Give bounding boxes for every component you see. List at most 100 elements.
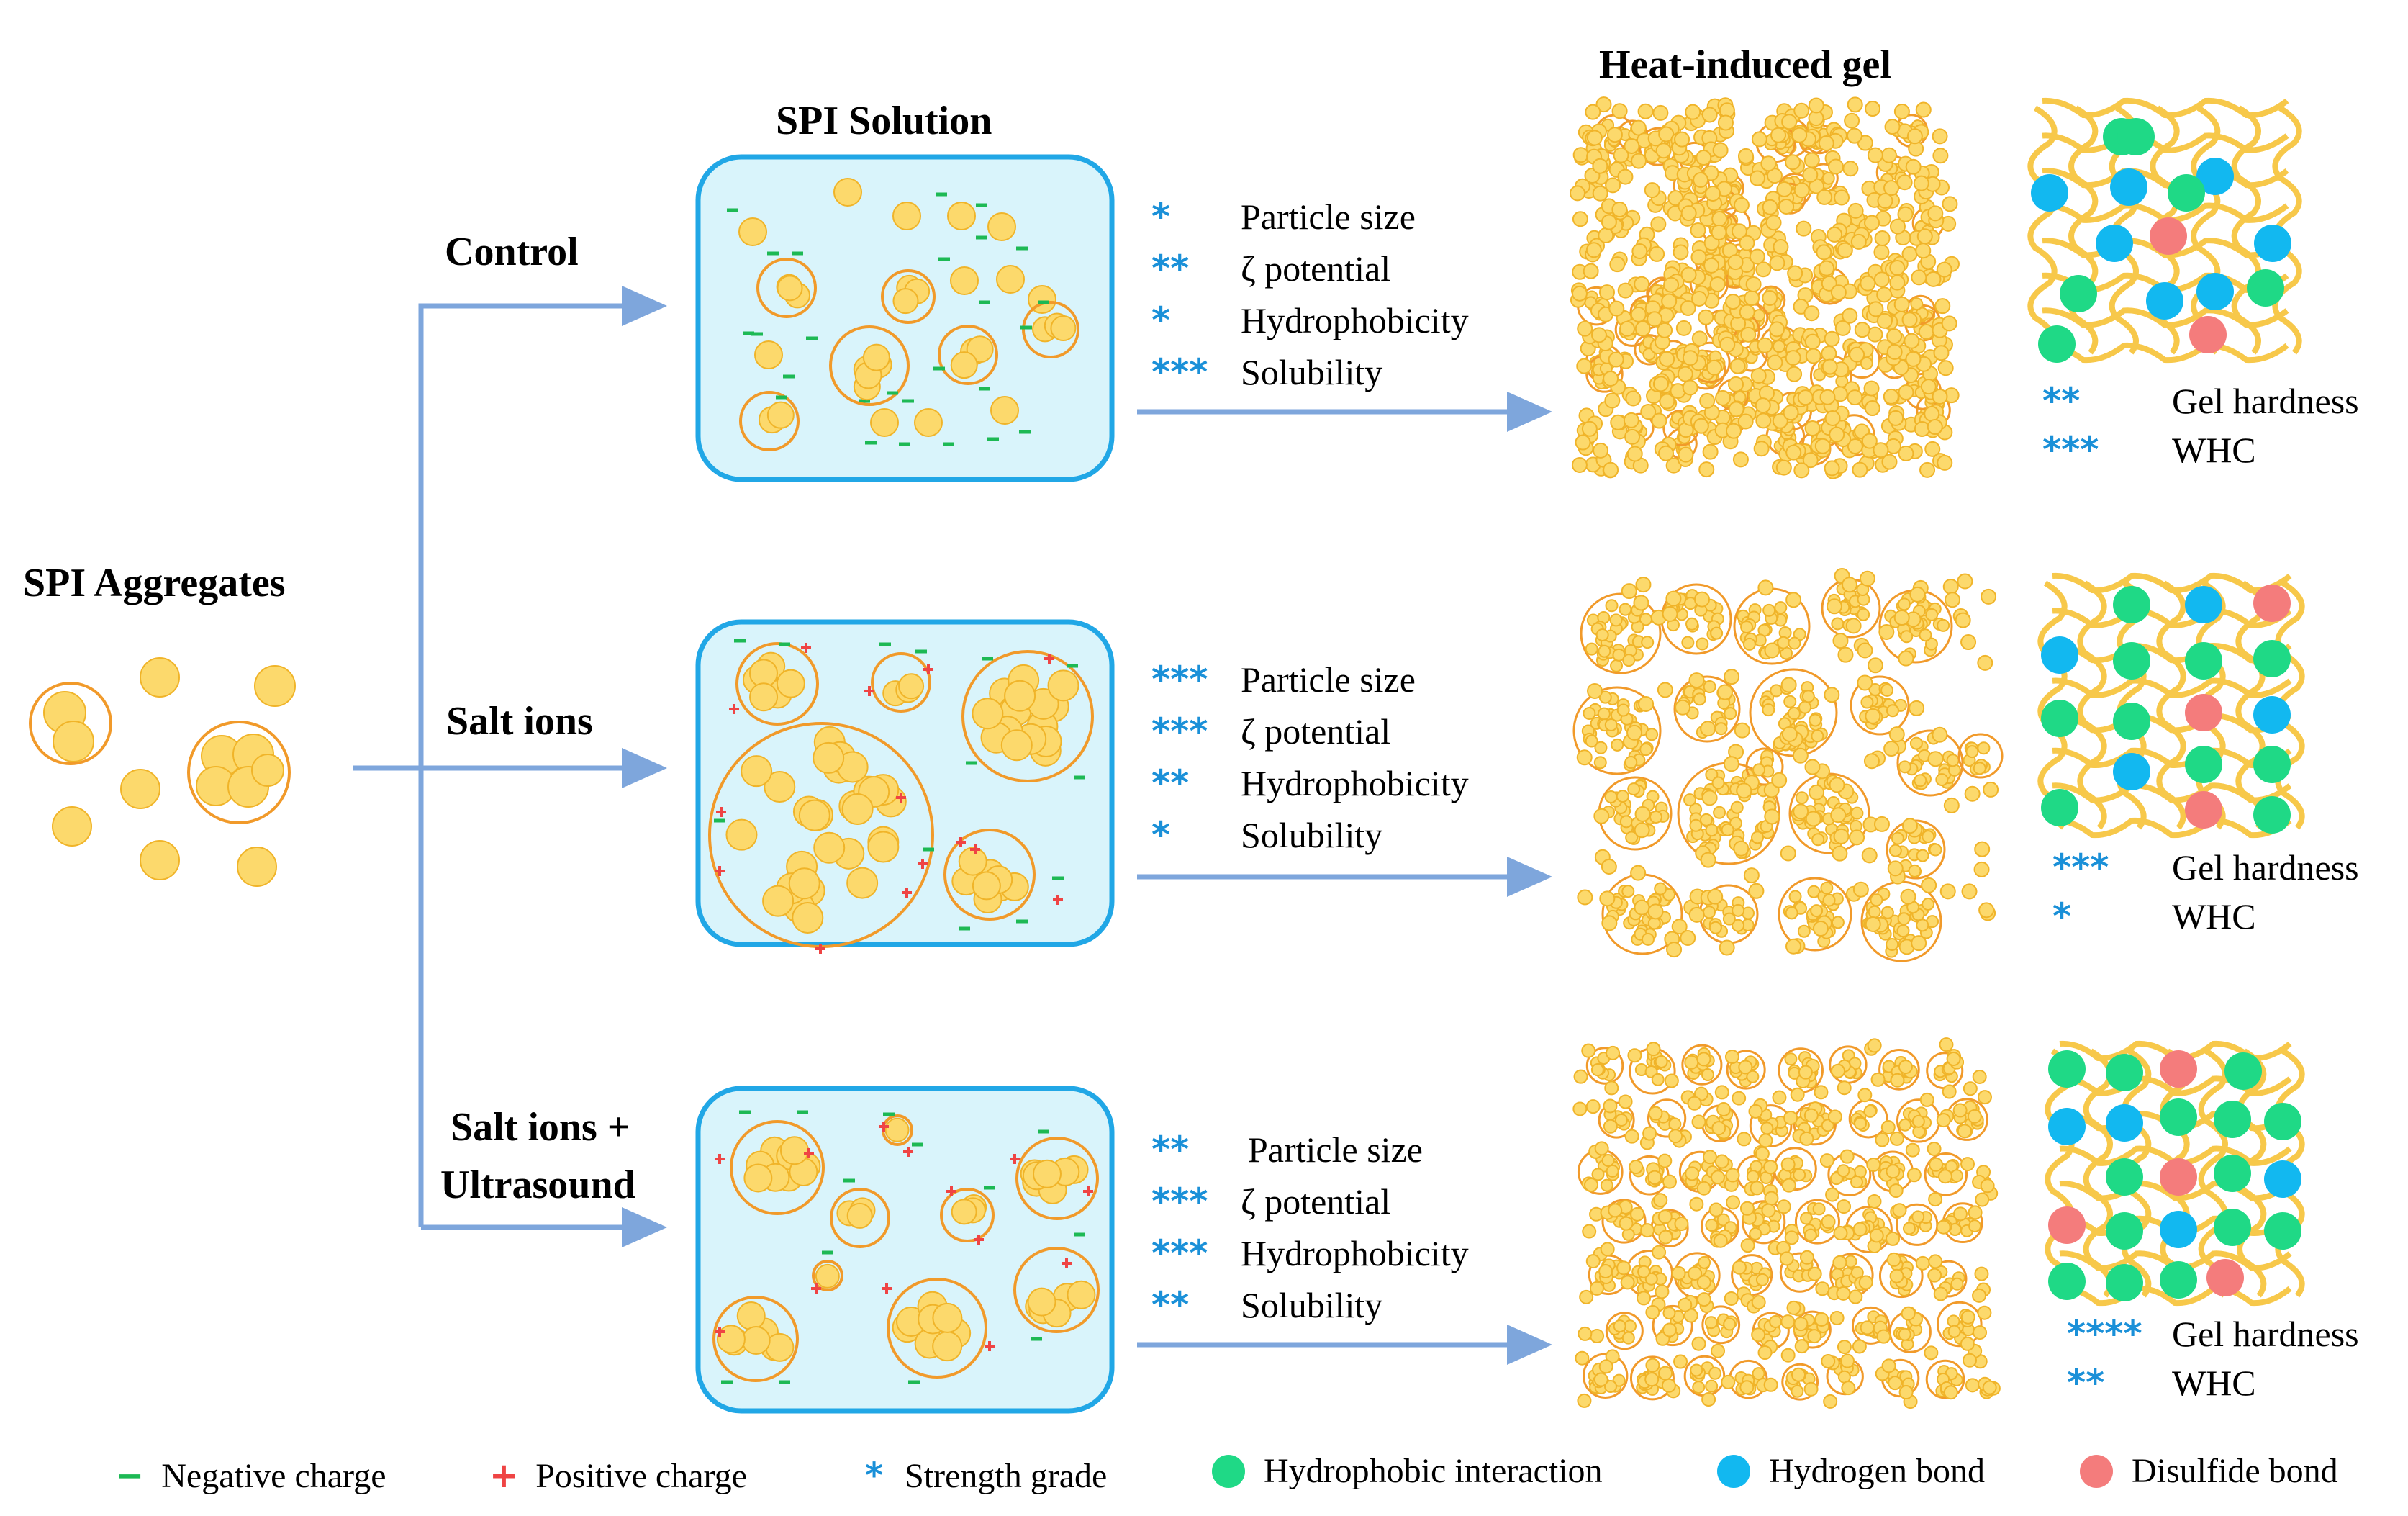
protein-particle [1675,320,1692,336]
disulfide-bond-dot [2206,1259,2244,1296]
hydrophobic-interaction-dot [2160,1261,2197,1299]
protein-particle [1725,294,1742,310]
protein-particle [1790,1087,1805,1102]
disulfide-bond-dot [2160,1158,2197,1196]
protein-particle [1693,171,1709,188]
protein-particle [1801,690,1815,703]
protein-particle [1787,265,1803,281]
protein-particle [1824,460,1840,477]
aggregate-ring [1022,301,1079,358]
protein-particle [1724,1291,1739,1306]
negative-charge-mark [959,926,970,931]
protein-particle [1821,171,1835,185]
protein-particle [1886,1252,1901,1267]
protein-particle [1867,147,1883,163]
positive-charge-mark [1087,1186,1090,1196]
protein-particle [1645,1305,1660,1320]
protein-particle [1594,1141,1609,1156]
protein-particle [1852,1339,1867,1354]
aggregate-ring [1850,675,1910,736]
protein-particle [1889,1131,1904,1146]
protein-particle [1611,103,1628,119]
aggregate-ring [1925,1359,1965,1399]
protein-particle [1662,605,1678,622]
protein-particle [1941,315,1957,332]
protein-particle [1648,1106,1663,1121]
aggregate-ring [29,682,112,765]
protein-particle [1793,102,1810,119]
protein-particle [1785,444,1802,461]
protein-particle [1603,370,1619,387]
protein-particle [1939,883,1956,900]
protein-particle [1878,623,1895,640]
protein-particle [1936,1113,1951,1128]
protein-particle [1767,354,1783,371]
protein-particle [1977,654,1993,671]
protein-particle [1581,1043,1596,1058]
protein-particle [1696,637,1709,651]
gel-title: Heat-induced gel [1599,42,1891,87]
protein-particle [1776,1199,1791,1214]
protein-particle [1904,333,1920,349]
protein-particle [1916,849,1929,862]
protein-particle [1701,1392,1716,1407]
protein-particle [1749,1227,1762,1240]
protein-particle [1591,1168,1605,1181]
protein-particle [1572,1101,1588,1116]
positive-charge-mark [900,793,902,803]
protein-particle [764,771,796,803]
strength-stars: *** [1151,1232,1208,1274]
protein-particle [1680,266,1697,283]
protein-particle [1916,919,1929,932]
protein-particle [1822,893,1836,907]
protein-particle [1729,358,1746,374]
protein-particle [1640,1223,1655,1238]
protein-particle [1867,657,1883,674]
protein-particle [1821,358,1838,375]
protein-particle [1581,420,1598,437]
protein-particle [958,847,987,876]
protein-particle [1595,96,1612,113]
negative-charge-mark [1074,775,1085,780]
prop-name: Particle size [1248,1129,1423,1170]
protein-particle [1689,818,1703,832]
hydrophobic-interaction-dot [2168,174,2205,212]
protein-particle [725,818,758,851]
protein-particle [1584,1178,1599,1193]
aggregate-ring [1781,1363,1819,1401]
protein-particle [1742,637,1756,651]
protein-particle [1889,1268,1904,1283]
fiber-strand [2027,105,2058,355]
protein-particle [1857,135,1873,151]
protein-particle [1785,906,1798,920]
protein-particle [1886,343,1903,360]
protein-particle [1927,205,1944,222]
protein-particle [1687,1096,1702,1111]
protein-particle [1725,423,1742,439]
negative-charge-mark [923,847,934,852]
protein-particle [1780,1314,1796,1330]
protein-particle [1710,1170,1725,1185]
protein-particle [1946,754,1960,767]
protein-particle [1644,182,1660,199]
protein-particle [1842,161,1859,177]
protein-particle [1834,320,1851,336]
protein-particle [1785,592,1802,608]
hydrogen-bond-dot [2110,168,2147,206]
protein-particle [1861,847,1878,864]
hydrophobic-interaction-dot [2160,1098,2197,1136]
protein-particle [870,408,899,437]
positive-charge-mark [927,664,930,674]
protein-particle [1634,806,1651,822]
protein-particle [1886,1231,1901,1246]
protein-particle [1832,633,1849,649]
protein-particle [1739,235,1755,251]
fiber-strand [2045,1048,2075,1298]
strength-stars: ** [1151,1129,1190,1170]
aggregate-ring [829,325,910,406]
protein-particle [1873,244,1890,261]
protein-particle [1652,376,1669,392]
protein-particle [1717,684,1734,700]
disulfide-bond-dot [2253,585,2291,622]
protein-particle [1744,290,1760,307]
